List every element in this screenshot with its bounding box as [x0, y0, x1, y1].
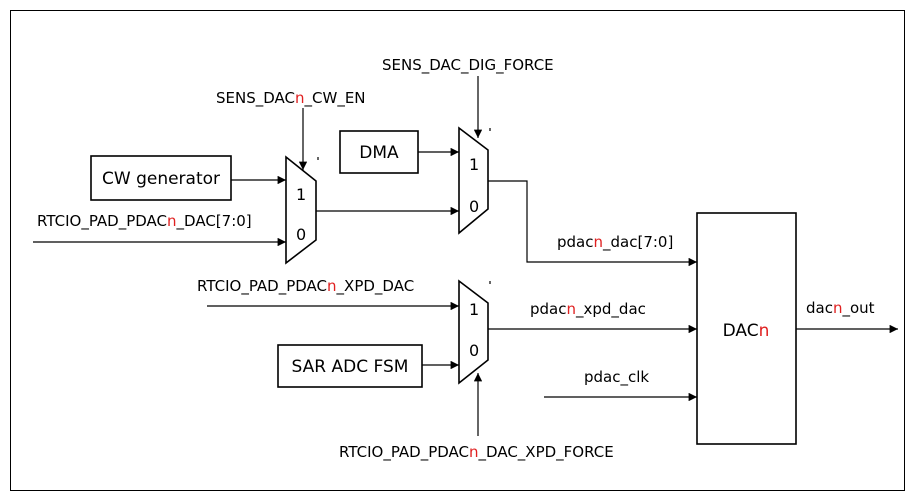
cw-generator-label: CW generator — [102, 169, 220, 189]
mux-dig-input-0: 0 — [469, 197, 479, 216]
sens-dac-cw-en-label: SENS_DACn_CW_EN — [216, 89, 366, 108]
mux-dig: 1 0 — [458, 126, 489, 235]
dac-label: DACn — [723, 321, 770, 341]
rtcio-pad-xpd-dac-label: RTCIO_PAD_PDACn_XPD_DAC — [197, 277, 414, 296]
pdac-dac-label: pdacn_dac[7:0] — [557, 233, 673, 252]
pdac-xpd-dac-label: pdacn_xpd_dac — [530, 300, 646, 319]
dac-out-label: dacn_out — [806, 299, 875, 318]
rtcio-pad-xpd-force-label: RTCIO_PAD_PDACn_DAC_XPD_FORCE — [339, 443, 614, 462]
mux-xpd: 1 0 — [458, 279, 489, 385]
sar-adc-fsm-block: SAR ADC FSM — [277, 344, 423, 388]
mux-cw: 1 0 — [285, 155, 317, 265]
dma-label: DMA — [359, 143, 399, 163]
mux-cw-input-0: 0 — [296, 225, 306, 244]
pdac-clk-label: pdac_clk — [584, 368, 649, 387]
mux-xpd-input-1: 1 — [469, 300, 479, 319]
rtcio-pad-dac-label: RTCIO_PAD_PDACn_DAC[7:0] — [37, 212, 252, 231]
dac-block: DACn — [696, 212, 797, 445]
mux-dig-input-1: 1 — [469, 155, 479, 174]
mux-cw-input-1: 1 — [296, 185, 306, 204]
sar-adc-fsm-label: SAR ADC FSM — [292, 357, 409, 377]
wire-pdac-dac — [488, 180, 697, 267]
sens-dac-dig-force-label: SENS_DAC_DIG_FORCE — [382, 56, 554, 75]
cw-generator-block: CW generator — [90, 155, 232, 201]
dma-block: DMA — [339, 130, 419, 174]
mux-xpd-input-0: 0 — [469, 341, 479, 360]
diagram-frame — [10, 10, 905, 491]
